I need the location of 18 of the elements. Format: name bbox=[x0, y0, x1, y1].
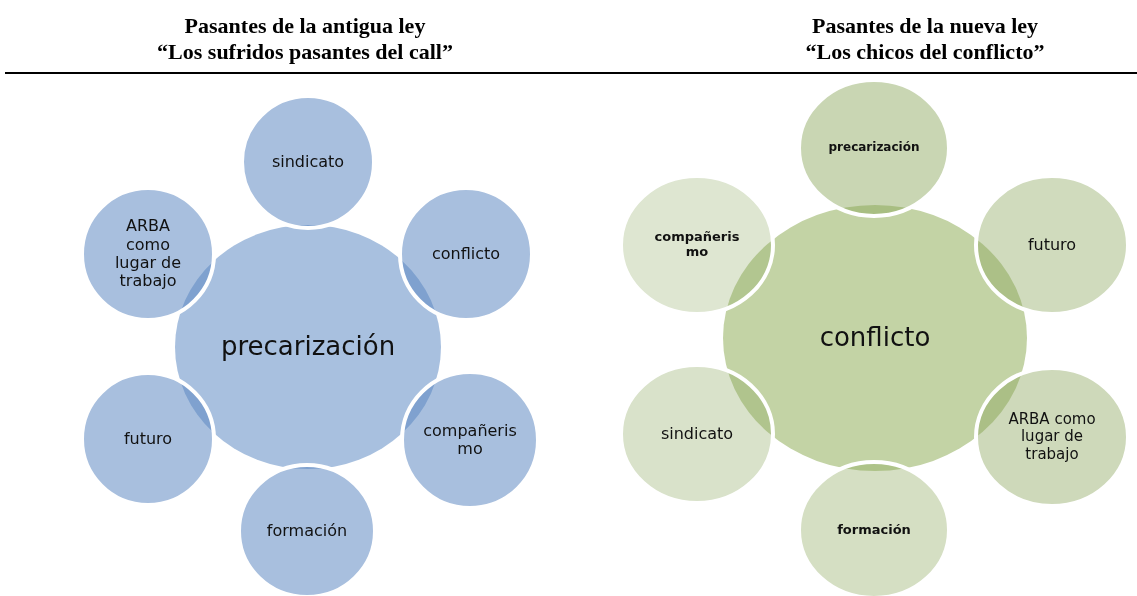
column-heading: Pasantes de la antigua ley bbox=[183, 14, 427, 38]
topic-label: precarización bbox=[828, 141, 920, 155]
topic-label: precarización bbox=[220, 332, 396, 362]
column-heading: “Los sufridos pasantes del call” bbox=[156, 40, 454, 64]
column-heading: Pasantes de la nueva ley bbox=[810, 14, 1040, 38]
topic-label: conflicto bbox=[431, 244, 501, 264]
topic-label: futuro bbox=[1027, 235, 1077, 255]
topic-label: ARBA como lugar de trabajo bbox=[1007, 411, 1097, 463]
topic-label: conflicto bbox=[819, 323, 931, 353]
topic-label: formación bbox=[266, 521, 348, 541]
topic-label: ARBA como lugar de trabajo bbox=[113, 217, 183, 291]
topic-label: compañeris mo bbox=[422, 421, 518, 459]
topic-label: formación bbox=[837, 522, 911, 538]
topic-label: sindicato bbox=[271, 152, 345, 172]
column-heading: “Los chicos del conflicto” bbox=[804, 40, 1046, 64]
topic-label: futuro bbox=[123, 429, 173, 449]
topic-label: sindicato bbox=[660, 424, 734, 444]
topic-label: compañeris mo bbox=[653, 230, 741, 260]
